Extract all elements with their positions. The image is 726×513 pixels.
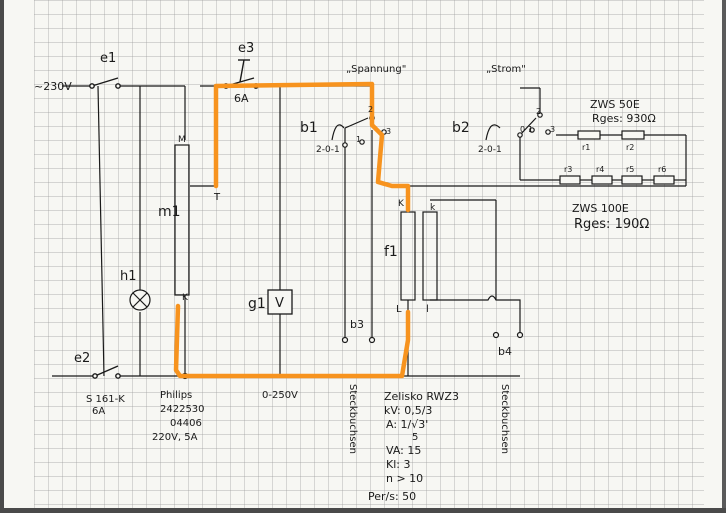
zelisko-line-3: A: 1/√3' (386, 418, 428, 431)
zelisko-line-7: n > 10 (386, 472, 423, 485)
philips-line-2: 2422530 (160, 404, 205, 415)
b2-positions-label: 2-0-1 (478, 145, 502, 155)
steckbuchsen-label-2: Steckbuchsen (499, 384, 510, 454)
philips-line-3: 04406 (170, 418, 202, 429)
b1-contact-2: 2 (368, 105, 373, 114)
left-shadow (0, 0, 4, 513)
highlighted-circuit-path (173, 81, 411, 379)
b1-label: b1 (300, 120, 318, 136)
e3-rating-label: 6A (234, 92, 249, 105)
m1-top-terminal: M (178, 135, 186, 145)
f1-l-right: l (426, 304, 429, 315)
zelisko-line-4: 5 (412, 432, 418, 443)
b1-contact-1: 1 (356, 135, 361, 144)
b2-label: b2 (452, 120, 470, 136)
b1-contact-3: 3 (386, 127, 391, 136)
b2-contact-2: 2 (536, 107, 541, 116)
resistor-r2 (621, 130, 645, 140)
b2-contact-0: 0 (520, 125, 525, 134)
zws100-name: ZWS 100E (572, 202, 629, 215)
e2-label: e2 (74, 351, 90, 366)
r2-label: r2 (626, 143, 634, 152)
e2-type-label: S 161-K (86, 394, 125, 405)
f1-k-left: K (398, 199, 405, 209)
b4-label: b4 (498, 345, 512, 358)
h1-label: h1 (120, 269, 137, 284)
m1-tap-terminal: T (213, 192, 221, 203)
zws100-resistance: Rges: 190Ω (574, 217, 649, 232)
zelisko-line-6: Kl: 3 (386, 458, 410, 471)
labels: ~230V e1 e3 6A „Spannung" „Strom" b1 2-0… (34, 41, 666, 503)
m1-bottom-terminal: K (182, 293, 189, 303)
spannung-label: „Spannung" (346, 64, 406, 75)
supply-label: ~230V (34, 80, 72, 93)
bottom-shadow (0, 508, 726, 513)
voltmeter-range-label: 0-250V (262, 390, 298, 401)
steckbuchsen-label-1: Steckbuchsen (347, 384, 358, 454)
g1-label: g1 (248, 296, 266, 312)
m1-label: m1 (158, 204, 181, 220)
strom-label: „Strom" (486, 64, 526, 75)
resistors (559, 130, 675, 185)
g1-symbol: V (275, 296, 284, 311)
zelisko-line-5: VA: 15 (386, 444, 421, 457)
e2-rating-label: 6A (92, 406, 105, 417)
resistor-r4 (591, 175, 613, 185)
resistor-r5 (621, 175, 643, 185)
resistor-r1 (577, 130, 601, 140)
f1-l-left: L (396, 304, 402, 315)
b2-contact-1: 1 (528, 125, 533, 134)
switch-e2 (92, 365, 121, 379)
b2-contact-3: 3 (550, 125, 555, 134)
zelisko-line-1: Zelisko RWZ3 (384, 390, 459, 403)
f1-label: f1 (384, 244, 398, 260)
r5-label: r5 (626, 165, 634, 174)
r4-label: r4 (596, 165, 604, 174)
r1-label: r1 (582, 143, 590, 152)
lamp-h1-icon (129, 289, 151, 311)
selector-b2 (485, 112, 551, 141)
zws50-resistance: Rges: 930Ω (592, 112, 656, 125)
r3-label: r3 (564, 165, 572, 174)
switch-e1 (89, 77, 121, 89)
b3-label: b3 (350, 318, 364, 331)
resistor-r6 (653, 175, 675, 185)
philips-line-1: Philips (160, 390, 192, 401)
grid-paper (34, 0, 704, 508)
f1-k-right: k (430, 203, 436, 213)
voltmeter-g1 (267, 289, 293, 315)
e1-label: e1 (100, 51, 116, 66)
resistor-r3 (559, 175, 581, 185)
philips-line-4: 220V, 5A (152, 432, 198, 443)
r6-label: r6 (658, 165, 666, 174)
b1-positions-label: 2-0-1 (316, 145, 340, 155)
zelisko-line-8: Per/s: 50 (368, 490, 416, 503)
zelisko-line-2: kV: 0,5/3 (384, 404, 432, 417)
zws50-name: ZWS 50E (590, 98, 640, 111)
e3-label: e3 (238, 41, 254, 56)
